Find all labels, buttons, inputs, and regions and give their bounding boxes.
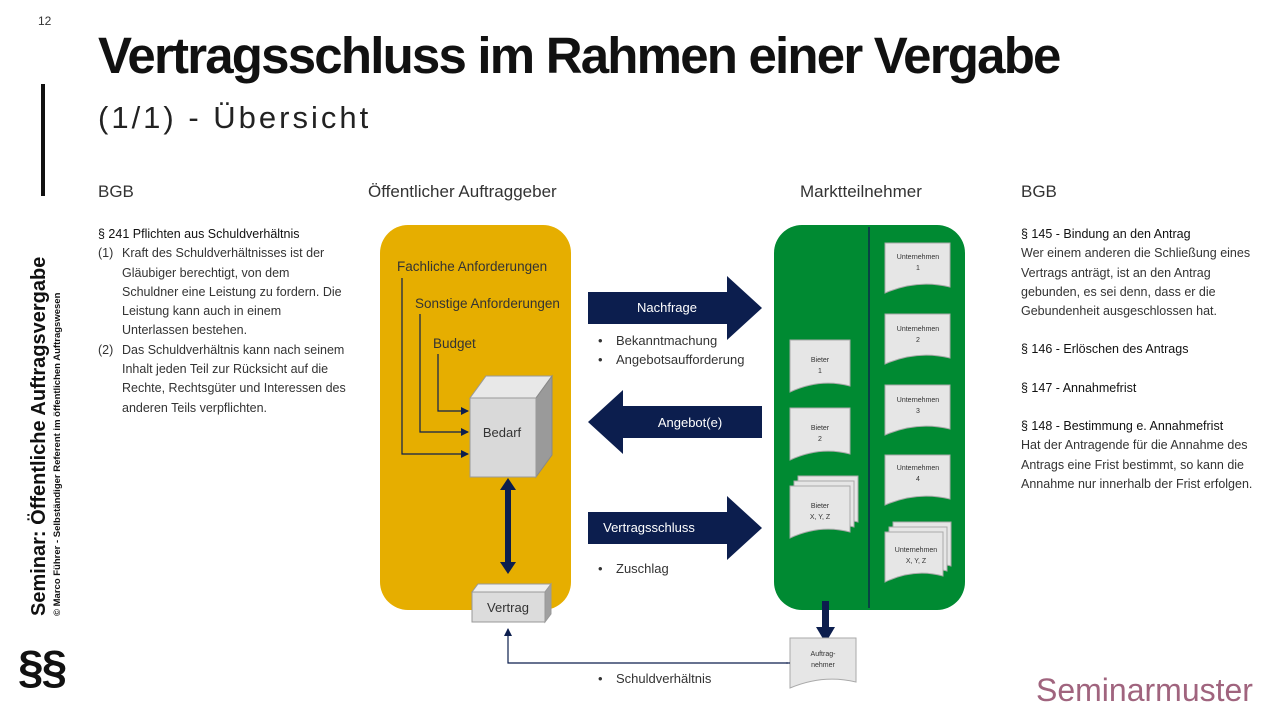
- req-other-label: Sonstige Anforderungen: [415, 296, 560, 311]
- company-label: Unternehmen: [897, 326, 940, 333]
- company-doc: Unternehmen 3: [884, 384, 951, 436]
- bidder-doc: Bieter 2: [789, 407, 851, 461]
- item-number: (2): [98, 342, 114, 357]
- requirement-connectors: [401, 278, 469, 458]
- bidder-number: 2: [818, 436, 822, 443]
- company-label: Unternehmen: [897, 397, 940, 404]
- section: § 147 - Annahmefrist: [1021, 379, 1261, 398]
- double-arrow: [500, 478, 516, 574]
- section-title: § 241 Pflichten aus Schuldverhältnis: [98, 227, 300, 241]
- page-title: Vertragsschluss im Rahmen einer Vergabe: [98, 27, 1061, 84]
- company-number: 2: [916, 337, 920, 344]
- request-arrow-label: Nachfrage: [637, 300, 697, 315]
- conclusion-arrow-label: Vertragsschluss: [603, 520, 695, 535]
- bullet-text: Schuldverhältnis: [616, 671, 712, 686]
- bidder-doc: Bieter 1: [789, 339, 851, 393]
- paragraph-icon: §§: [18, 641, 67, 693]
- section-text: Wer einem anderen die Schließung eines V…: [1021, 246, 1251, 319]
- section: § 145 - Bindung an den Antrag Wer einem …: [1021, 225, 1261, 321]
- bidder-label: Bieter: [811, 357, 830, 364]
- company-number: 3: [916, 408, 920, 415]
- company-label: Unternehmen: [897, 254, 940, 261]
- need-cube: [469, 374, 553, 479]
- bidder-number: 1: [818, 368, 822, 375]
- request-arrow: Nachfrage: [588, 276, 762, 340]
- contractor-label-2: nehmer: [811, 662, 835, 669]
- req-technical-label: Fachliche Anforderungen: [397, 259, 547, 274]
- market-heading: Marktteilnehmer: [800, 182, 922, 201]
- svg-text:•: •: [598, 333, 603, 348]
- obligation-connector: [504, 628, 788, 664]
- svg-text:•: •: [598, 671, 603, 686]
- bgb-145-148-text: § 145 - Bindung an den Antrag Wer einem …: [1021, 225, 1261, 513]
- bidder-number: X, Y, Z: [810, 514, 831, 521]
- list-item: (1) Kraft des Schuldverhältnisses ist de…: [98, 244, 346, 340]
- right-heading: BGB: [1021, 182, 1057, 201]
- bullet-text: Angebotsaufforderung: [616, 352, 744, 367]
- bullet-text: Bekanntmachung: [616, 333, 717, 348]
- conclusion-bullets: • Zuschlag: [598, 561, 669, 576]
- list-item: (2) Das Schuldverhältnis kann nach seine…: [98, 341, 346, 418]
- company-doc: Unternehmen 1: [884, 242, 951, 294]
- item-text: Kraft des Schuldverhältnisses ist der Gl…: [122, 246, 342, 338]
- svg-text:•: •: [598, 352, 603, 367]
- section-text: Hat der Antragende für die Annahme des A…: [1021, 438, 1253, 491]
- section: § 146 - Erlöschen des Antrags: [1021, 340, 1261, 359]
- section-title: § 147 - Annahmefrist: [1021, 380, 1137, 395]
- contractor-doc: Auftrag- nehmer: [789, 637, 857, 689]
- company-label: Unternehmen: [895, 547, 938, 554]
- company-doc-stack: Unternehmen X, Y, Z: [884, 521, 952, 583]
- bullet-text: Zuschlag: [616, 561, 669, 576]
- company-number: 1: [916, 265, 920, 272]
- item-number: (1): [98, 246, 114, 261]
- svg-text:•: •: [598, 561, 603, 576]
- offer-arrow-label: Angebot(e): [658, 415, 722, 430]
- company-doc: Unternehmen 2: [884, 313, 951, 365]
- bidder-doc-stack: Bieter X, Y, Z: [789, 475, 859, 539]
- section-title: § 146 - Erlöschen des Antrags: [1021, 342, 1189, 357]
- company-number: X, Y, Z: [906, 558, 927, 565]
- section-title: § 148 - Bestimmung e. Annahmefrist: [1021, 419, 1224, 434]
- company-doc: Unternehmen 4: [884, 454, 951, 506]
- bidder-label: Bieter: [811, 503, 830, 510]
- buyer-heading: Öffentlicher Auftraggeber: [368, 182, 557, 201]
- page-number: 12: [38, 14, 52, 28]
- budget-label: Budget: [433, 336, 476, 351]
- item-text: Das Schuldverhältnis kann nach seinem In…: [122, 342, 346, 415]
- contract-box: [471, 582, 552, 624]
- company-number: 4: [916, 476, 920, 483]
- bgb-241-text: § 241 Pflichten aus Schuldverhältnis (1)…: [98, 225, 346, 418]
- relationship-bullets: • Schuldverhältnis: [598, 671, 712, 686]
- request-bullets: • Bekanntmachung • Angebotsaufforderung: [598, 333, 744, 367]
- page-subtitle: (1/1) - Übersicht: [98, 100, 372, 135]
- contract-label: Vertrag: [487, 600, 529, 615]
- contractor-label: Auftrag-: [811, 651, 837, 658]
- offer-arrow: Angebot(e): [588, 390, 762, 454]
- market-down-arrow: [816, 601, 835, 643]
- section-title: § 145 - Bindung an den Antrag: [1021, 227, 1191, 241]
- company-label: Unternehmen: [897, 465, 940, 472]
- decorative-bar: [41, 84, 45, 196]
- bidder-label: Bieter: [811, 425, 830, 432]
- left-heading: BGB: [98, 182, 134, 201]
- conclusion-arrow: Vertragsschluss: [588, 496, 762, 560]
- section: § 148 - Bestimmung e. Annahmefrist Hat d…: [1021, 417, 1261, 494]
- watermark: Seminarmuster: [1036, 672, 1253, 708]
- need-label: Bedarf: [483, 425, 522, 440]
